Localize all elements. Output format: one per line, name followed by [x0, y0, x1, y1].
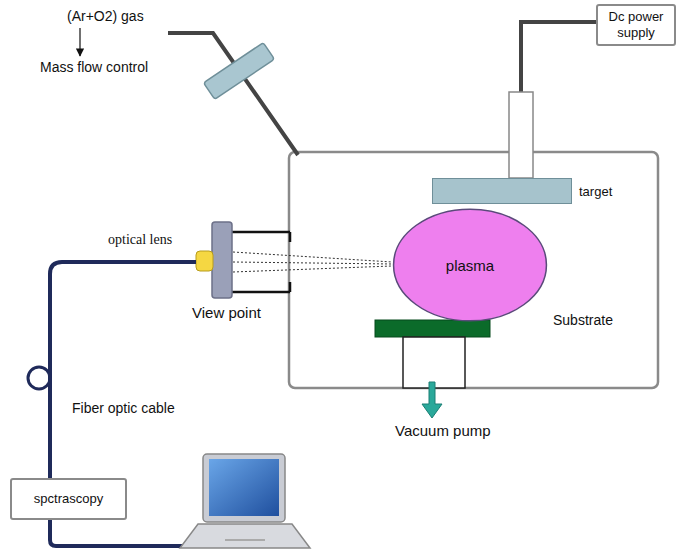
node-text: plasma — [446, 257, 494, 274]
part-label: target — [579, 184, 612, 199]
fiber-loop — [28, 367, 50, 389]
laptop-icon — [180, 454, 310, 548]
cathode-stem — [509, 92, 533, 178]
fiber-cable — [50, 262, 196, 478]
substrate-holder — [403, 337, 465, 388]
gas-label: (Ar+O2) gas — [67, 8, 144, 24]
plasma-ellipse: plasma — [392, 208, 548, 322]
fiber-label: Fiber optic cable — [72, 400, 175, 416]
mass-flow-valve — [204, 43, 275, 100]
pointer-arrow — [79, 28, 80, 56]
substrate-plate — [375, 320, 490, 337]
view-port-flange — [212, 222, 232, 298]
view-port-tube — [232, 232, 290, 292]
target-plate: target — [432, 178, 572, 204]
fiber-to-laptop — [50, 520, 186, 546]
sight-lines — [233, 252, 392, 272]
power-supply-box: Dc power supply — [596, 4, 676, 46]
vacuum-chamber — [289, 152, 658, 388]
plasma-shape — [394, 209, 547, 321]
spectroscopy-box: spctrascopy — [10, 478, 127, 520]
node-text: Dc power supply — [602, 9, 670, 40]
pump-label: Vacuum pump — [395, 422, 491, 439]
substrate-label: Substrate — [553, 312, 613, 328]
node-text: spctrascopy — [34, 491, 103, 507]
optical-lens — [196, 251, 213, 271]
mass-flow-label: Mass flow control — [40, 59, 148, 75]
lens-label: optical lens — [108, 232, 172, 248]
view-point-label: View point — [192, 304, 261, 321]
pump-arrow — [422, 382, 442, 418]
gas-line — [168, 33, 298, 155]
